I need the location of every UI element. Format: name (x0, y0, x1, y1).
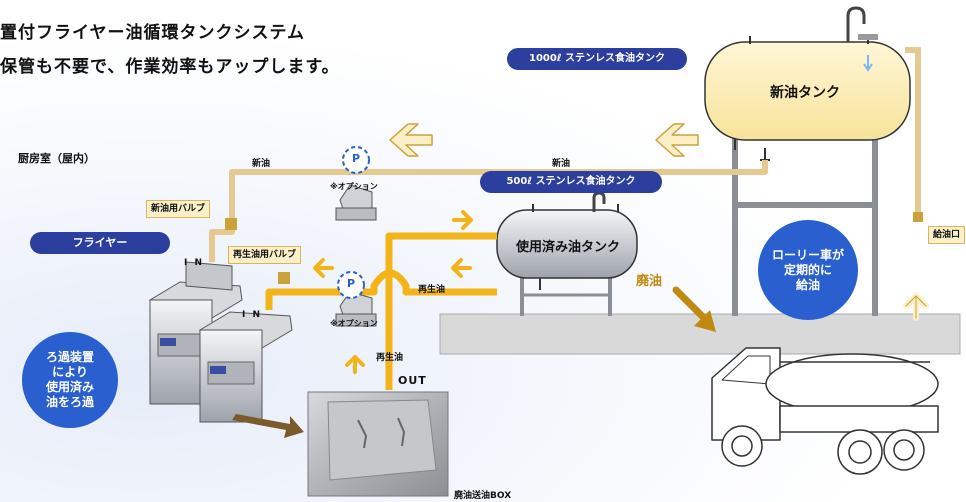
truck-note-circle: ローリー車が 定期的に 給油 (758, 220, 858, 320)
pump-option-top: ※オプション (330, 182, 378, 191)
large-tank-name: 新油タンク (770, 85, 840, 101)
waste-oil-box (307, 391, 449, 497)
pump-p-circle-top (342, 146, 370, 174)
recycled-flow-arrows (313, 210, 473, 374)
new-oil-tank-shape (704, 6, 911, 161)
new-oil-flow-arrows (389, 123, 699, 157)
in-label-top: I N (184, 258, 205, 268)
fryer-pill: フライヤー (30, 232, 170, 254)
lorry-truck (711, 347, 939, 475)
waste-oil-box-label: 廃油送油BOX (454, 491, 512, 501)
new-oil-left-label: 新油 (252, 159, 271, 169)
recycled-oil-label: 再生油 (418, 285, 446, 295)
fryer-left (148, 261, 243, 405)
small-tank-pill: 500ℓ ステンレス食油タンク (480, 171, 662, 193)
supply-port-label: 給油口 (928, 226, 966, 244)
waste-oil-arrow-head (694, 310, 716, 332)
filter-note-circle: ろ過装置 により 使用済み 油をろ過 (22, 332, 118, 428)
used-oil-tank-shape (496, 191, 638, 316)
waste-oil-label: 廃油 (636, 274, 663, 289)
recycled-oil-pipe (265, 232, 497, 390)
out-label: OUT (398, 374, 427, 387)
recycled-oil-vertical-label: 再生油 (376, 353, 404, 363)
pump-p-letter-bottom: P (347, 277, 356, 290)
in-label-bottom: I N (242, 310, 263, 320)
small-tank-name: 使用済み油タンク (516, 240, 621, 255)
recycled-oil-valve-knob (278, 272, 290, 284)
header-line-2: 保管も不要で、作業効率もアップします。 (0, 57, 340, 77)
supply-pipe (905, 47, 921, 215)
new-oil-right-label: 新油 (552, 159, 571, 169)
recycled-oil-valve-label: 再生油用バルブ (228, 246, 302, 264)
room-label: 厨房室（屋内） (18, 152, 95, 165)
new-oil-valve-label: 新油用バルブ (146, 200, 211, 218)
pump-option-bottom: ※オプション (330, 319, 378, 328)
waste-oil-arrow-shaft (672, 286, 712, 326)
tank-stand (732, 138, 878, 316)
fryer-drain-arrow (232, 414, 304, 438)
refill-up-arrow-outline (905, 295, 927, 319)
pump-p-letter-top: P (352, 152, 361, 165)
large-tank-pill: 1000ℓ ステンレス食油タンク (507, 48, 687, 70)
pump-top (335, 184, 377, 221)
header-line-1: 置付フライヤー油循環タンクシステム (0, 23, 305, 43)
new-oil-pipe (209, 160, 768, 262)
supply-port-cap (913, 212, 923, 222)
fryer-right (198, 311, 293, 423)
new-oil-valve-knob (225, 218, 237, 230)
pump-p-circle-bottom (337, 271, 365, 299)
